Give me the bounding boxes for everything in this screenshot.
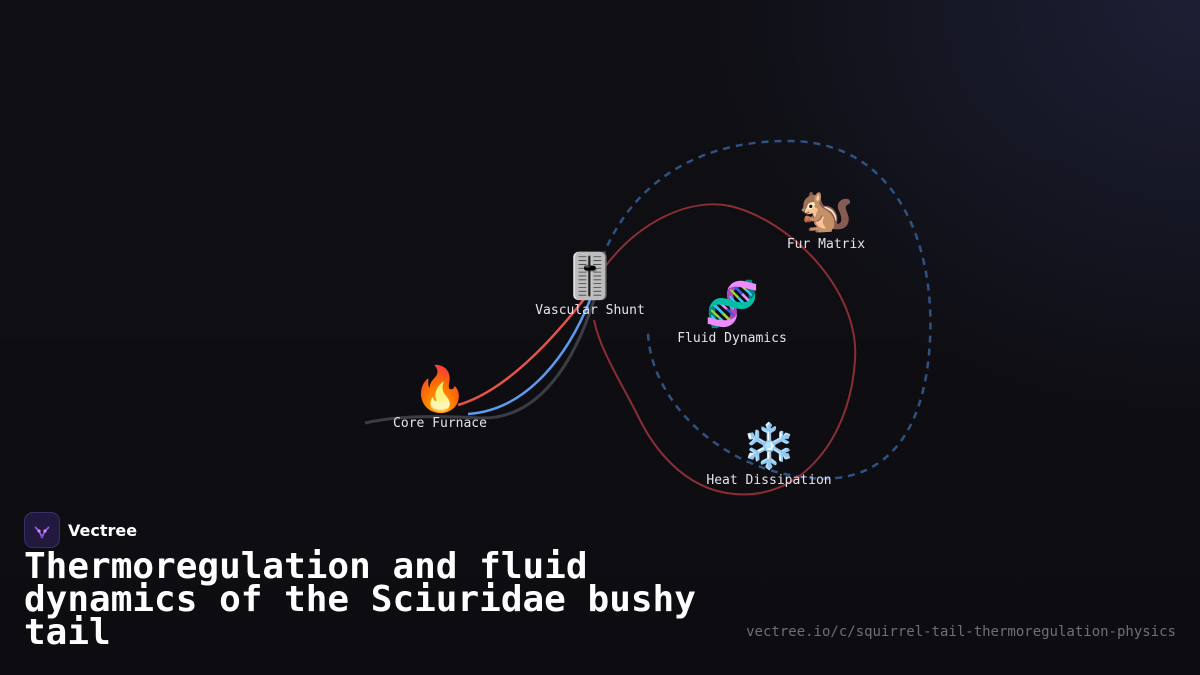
node-core-furnace[interactable]: 🔥 Core Furnace [393, 364, 487, 432]
dna-icon: 🧬 [704, 279, 760, 330]
squirrel-icon: 🐿️ [798, 185, 854, 236]
snowflake-icon: ❄️ [741, 421, 797, 472]
brand[interactable]: Vectree [24, 512, 137, 548]
node-label: Core Furnace [393, 416, 487, 431]
node-label: Vascular Shunt [535, 303, 645, 318]
node-fur-matrix[interactable]: 🐿️ Fur Matrix [786, 185, 866, 253]
vectree-logo-icon [24, 512, 60, 548]
node-fluid-dynamics[interactable]: 🧬 Fluid Dynamics [677, 279, 787, 347]
red-loop-edge [593, 203, 857, 496]
dashed-loop-edge [596, 139, 932, 480]
node-heat-dissipation[interactable]: ❄️ Heat Dissipation [706, 421, 832, 489]
node-label: Heat Dissipation [706, 473, 832, 488]
level-slider-icon: 🎚️ [562, 251, 618, 302]
gray-link-edge [364, 299, 596, 425]
fire-icon: 🔥 [412, 364, 468, 415]
red-link-edge [457, 297, 586, 407]
brand-name: Vectree [68, 520, 138, 540]
page-title: Thermoregulation and fluid dynamics of t… [24, 546, 696, 653]
node-label: Fur Matrix [786, 237, 866, 252]
node-vascular-shunt[interactable]: 🎚️ Vascular Shunt [535, 251, 645, 319]
blue-link-edge [467, 299, 592, 416]
page-url[interactable]: vectree.io/c/squirrel-tail-thermoregulat… [746, 624, 1176, 640]
node-label: Fluid Dynamics [677, 331, 787, 346]
